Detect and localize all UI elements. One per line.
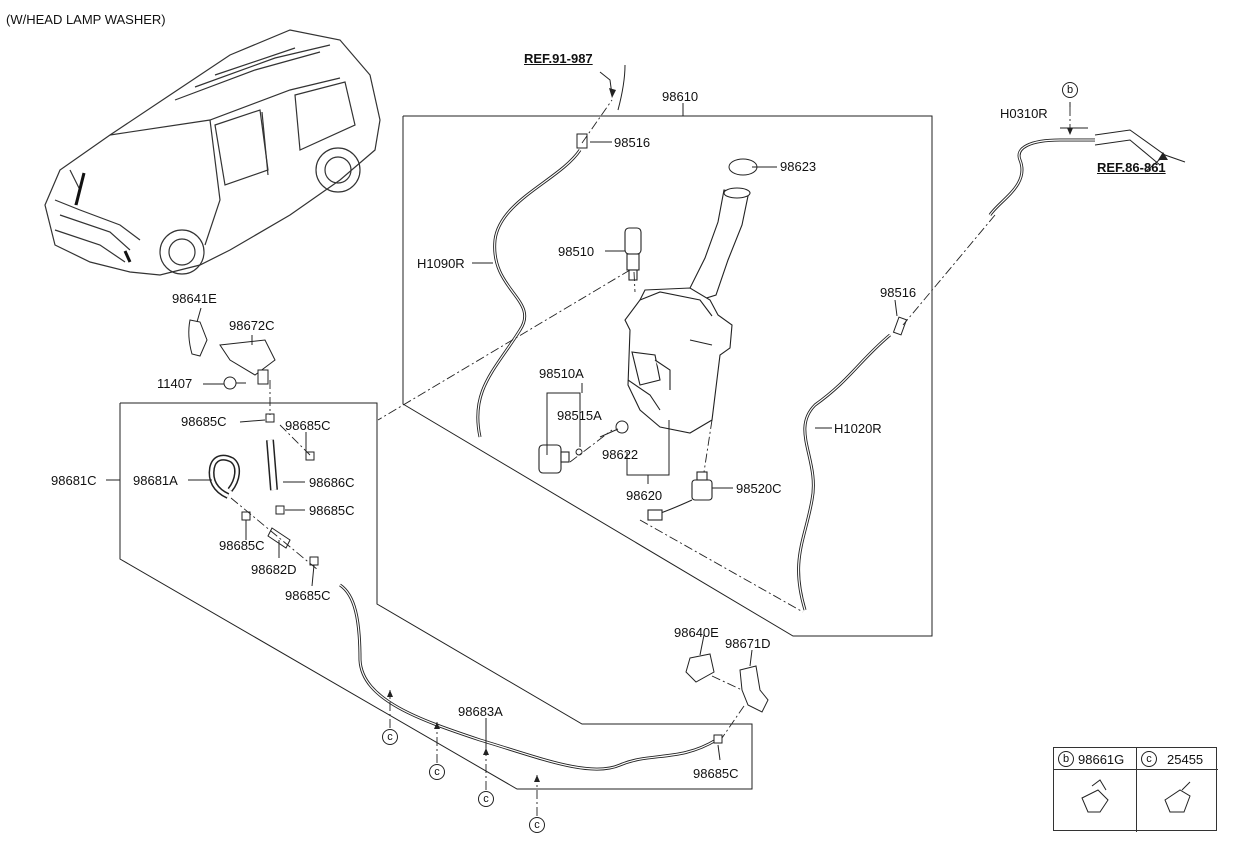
part-label-98685c[interactable]: 98685C bbox=[693, 766, 739, 781]
tank-group-outline bbox=[402, 115, 933, 637]
part-label-98685c[interactable]: 98685C bbox=[181, 414, 227, 429]
part-label-h1020r[interactable]: H1020R bbox=[834, 421, 882, 436]
part-label-98685c[interactable]: 98685C bbox=[285, 418, 331, 433]
washer-pump-icon bbox=[624, 227, 642, 281]
part-label-98681c[interactable]: 98681C bbox=[51, 473, 97, 488]
hose-h0310r bbox=[988, 138, 1095, 216]
hose-98681a bbox=[208, 454, 240, 499]
legend-code-25455: 25455 bbox=[1167, 752, 1204, 767]
level-sensor-icon bbox=[647, 471, 713, 521]
part-label-98510a[interactable]: 98510A bbox=[539, 366, 584, 381]
nozzle-cap-left-icon bbox=[188, 319, 208, 357]
ref-link-86-861[interactable]: REF.86-861 bbox=[1097, 160, 1166, 175]
ref-link-91-987[interactable]: REF.91-987 bbox=[524, 51, 593, 66]
part-label-h1090r[interactable]: H1090R bbox=[417, 256, 465, 271]
washer-reservoir-icon bbox=[624, 187, 751, 434]
legend-code-98661g: 98661G bbox=[1078, 752, 1125, 767]
diagram-title: (W/HEAD LAMP WASHER) bbox=[6, 12, 166, 27]
callout-c[interactable]: c bbox=[429, 764, 445, 780]
part-label-98640e[interactable]: 98640E bbox=[674, 625, 719, 640]
legend-header-c: c 25455 bbox=[1137, 748, 1218, 770]
part-label-98515a[interactable]: 98515A bbox=[557, 408, 602, 423]
headlamp-pump-icon bbox=[538, 444, 570, 474]
nozzle-left-icon bbox=[219, 339, 276, 385]
part-label-h0310r[interactable]: H0310R bbox=[1000, 106, 1048, 121]
callout-c[interactable]: c bbox=[478, 791, 494, 807]
part-label-11407[interactable]: 11407 bbox=[157, 376, 193, 391]
part-label-98685c[interactable]: 98685C bbox=[219, 538, 265, 553]
part-label-98685c[interactable]: 98685C bbox=[309, 503, 355, 518]
part-label-98686c[interactable]: 98686C bbox=[309, 475, 355, 490]
part-label-98510[interactable]: 98510 bbox=[558, 244, 595, 259]
legend-cell-c[interactable]: c 25455 bbox=[1136, 748, 1218, 832]
nozzle-right-icon bbox=[739, 665, 769, 713]
legend-letter-c: c bbox=[1141, 751, 1157, 767]
callout-b[interactable]: b bbox=[1062, 82, 1078, 98]
part-label-98623[interactable]: 98623 bbox=[780, 159, 817, 174]
clip-25455-icon bbox=[1164, 781, 1191, 813]
callout-c[interactable]: c bbox=[529, 817, 545, 833]
legend-table: b 98661G c 25455 bbox=[1053, 747, 1218, 832]
part-label-98610[interactable]: 98610 bbox=[662, 89, 699, 104]
part-label-98681a[interactable]: 98681A bbox=[133, 473, 178, 488]
nozzle-cap-right-icon bbox=[685, 653, 715, 683]
part-label-98685c[interactable]: 98685C bbox=[285, 588, 331, 603]
part-label-98682d[interactable]: 98682D bbox=[251, 562, 297, 577]
part-label-98671d[interactable]: 98671D bbox=[725, 636, 771, 651]
clip-98661g-icon bbox=[1081, 779, 1109, 813]
part-label-98622[interactable]: 98622 bbox=[602, 447, 639, 462]
part-label-98620[interactable]: 98620 bbox=[626, 488, 663, 503]
bolt-icon bbox=[223, 376, 246, 390]
part-label-98520c[interactable]: 98520C bbox=[736, 481, 782, 496]
part-label-98672c[interactable]: 98672C bbox=[229, 318, 275, 333]
hose-group-outline bbox=[119, 402, 753, 790]
part-label-98516[interactable]: 98516 bbox=[614, 135, 651, 150]
legend-letter-b: b bbox=[1058, 751, 1074, 767]
legend-header-b: b 98661G bbox=[1054, 748, 1136, 770]
part-label-98683a[interactable]: 98683A bbox=[458, 704, 503, 719]
callout-c[interactable]: c bbox=[382, 729, 398, 745]
part-label-98641e[interactable]: 98641E bbox=[172, 291, 217, 306]
vehicle-icon bbox=[44, 29, 381, 276]
legend-cell-b[interactable]: b 98661G bbox=[1054, 748, 1136, 832]
part-label-98516-right[interactable]: 98516 bbox=[880, 285, 917, 300]
